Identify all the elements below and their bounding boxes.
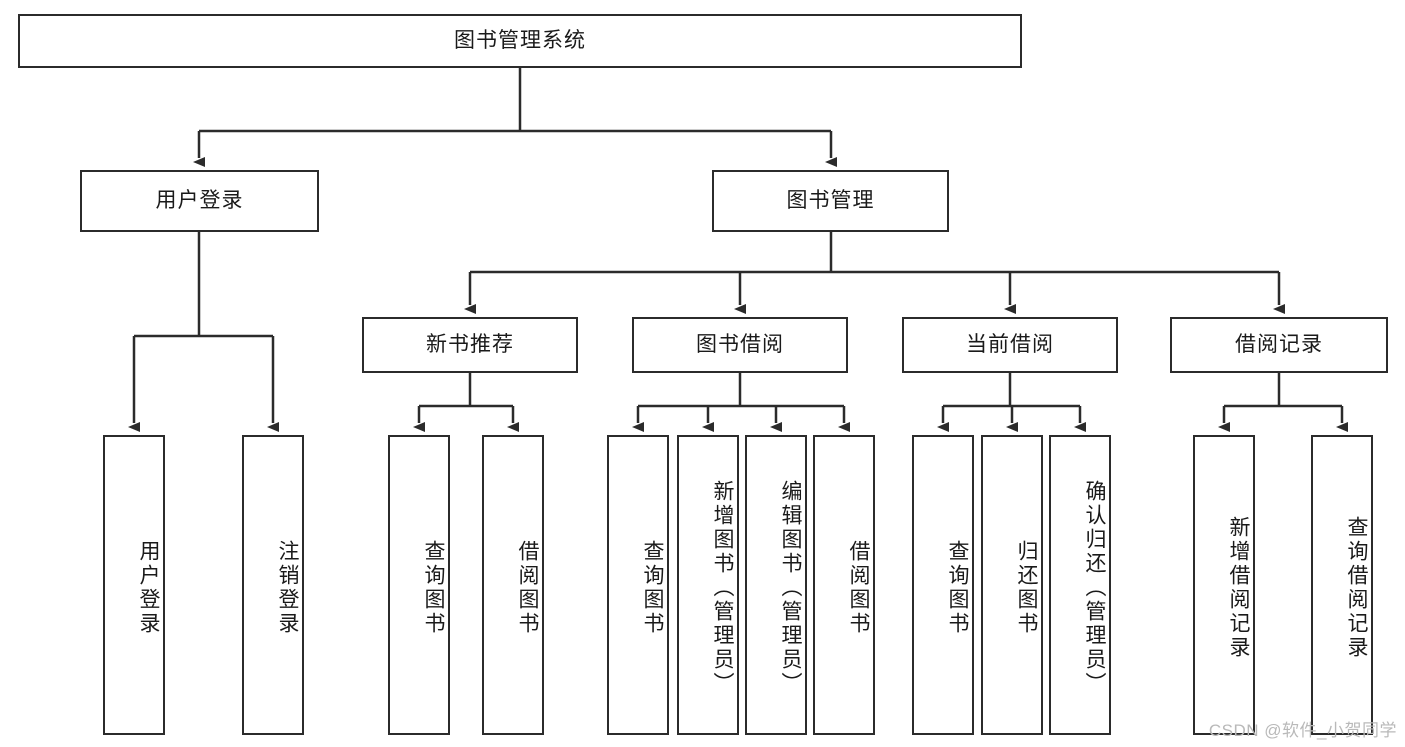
leaf-borrow-book-recommendation-label: 借阅图书 (516, 540, 539, 636)
leaf-add-book-admin-label: 新增图书（管理员） (711, 480, 734, 696)
leaf-borrow-book-label: 借阅图书 (847, 540, 870, 636)
leaf-borrow-book-recommendation[interactable]: 借阅图书 (482, 435, 544, 735)
leaf-return-book-label: 归还图书 (1015, 540, 1038, 636)
leaf-query-book-recommendation-label: 查询图书 (422, 540, 445, 636)
node-new-book-recommendation-label: 新书推荐 (426, 333, 514, 357)
leaf-return-book[interactable]: 归还图书 (981, 435, 1043, 735)
watermark-text: CSDN @软件_小贺同学 (1208, 721, 1397, 740)
leaf-confirm-return-admin-label: 确认归还（管理员） (1083, 480, 1106, 696)
leaf-query-book-current-label: 查询图书 (946, 540, 969, 636)
node-current-borrow[interactable]: 当前借阅 (902, 317, 1118, 373)
leaf-add-borrow-record[interactable]: 新增借阅记录 (1193, 435, 1255, 735)
leaf-query-book-borrow[interactable]: 查询图书 (607, 435, 669, 735)
leaf-logout[interactable]: 注销登录 (242, 435, 304, 735)
leaf-logout-label: 注销登录 (276, 540, 299, 636)
leaf-query-book-current[interactable]: 查询图书 (912, 435, 974, 735)
leaf-add-borrow-record-label: 新增借阅记录 (1227, 516, 1250, 660)
node-book-borrow-label: 图书借阅 (696, 333, 784, 357)
leaf-query-borrow-record[interactable]: 查询借阅记录 (1311, 435, 1373, 735)
node-current-borrow-label: 当前借阅 (966, 333, 1054, 357)
node-root-label: 图书管理系统 (454, 29, 586, 53)
node-user-login[interactable]: 用户登录 (80, 170, 319, 232)
node-borrow-record-label: 借阅记录 (1235, 333, 1323, 357)
leaf-user-login-label: 用户登录 (137, 540, 160, 636)
leaf-query-book-borrow-label: 查询图书 (641, 540, 664, 636)
leaf-add-book-admin[interactable]: 新增图书（管理员） (677, 435, 739, 735)
node-new-book-recommendation[interactable]: 新书推荐 (362, 317, 578, 373)
node-borrow-record[interactable]: 借阅记录 (1170, 317, 1388, 373)
leaf-edit-book-admin-label: 编辑图书（管理员） (779, 480, 802, 696)
leaf-confirm-return-admin[interactable]: 确认归还（管理员） (1049, 435, 1111, 735)
leaf-edit-book-admin[interactable]: 编辑图书（管理员） (745, 435, 807, 735)
node-book-management[interactable]: 图书管理 (712, 170, 949, 232)
node-book-management-label: 图书管理 (786, 189, 875, 213)
leaf-borrow-book[interactable]: 借阅图书 (813, 435, 875, 735)
leaf-user-login[interactable]: 用户登录 (103, 435, 165, 735)
node-book-borrow[interactable]: 图书借阅 (632, 317, 848, 373)
node-user-login-label: 用户登录 (155, 189, 244, 213)
leaf-query-book-recommendation[interactable]: 查询图书 (388, 435, 450, 735)
leaf-query-borrow-record-label: 查询借阅记录 (1345, 516, 1368, 660)
node-root[interactable]: 图书管理系统 (18, 14, 1022, 68)
